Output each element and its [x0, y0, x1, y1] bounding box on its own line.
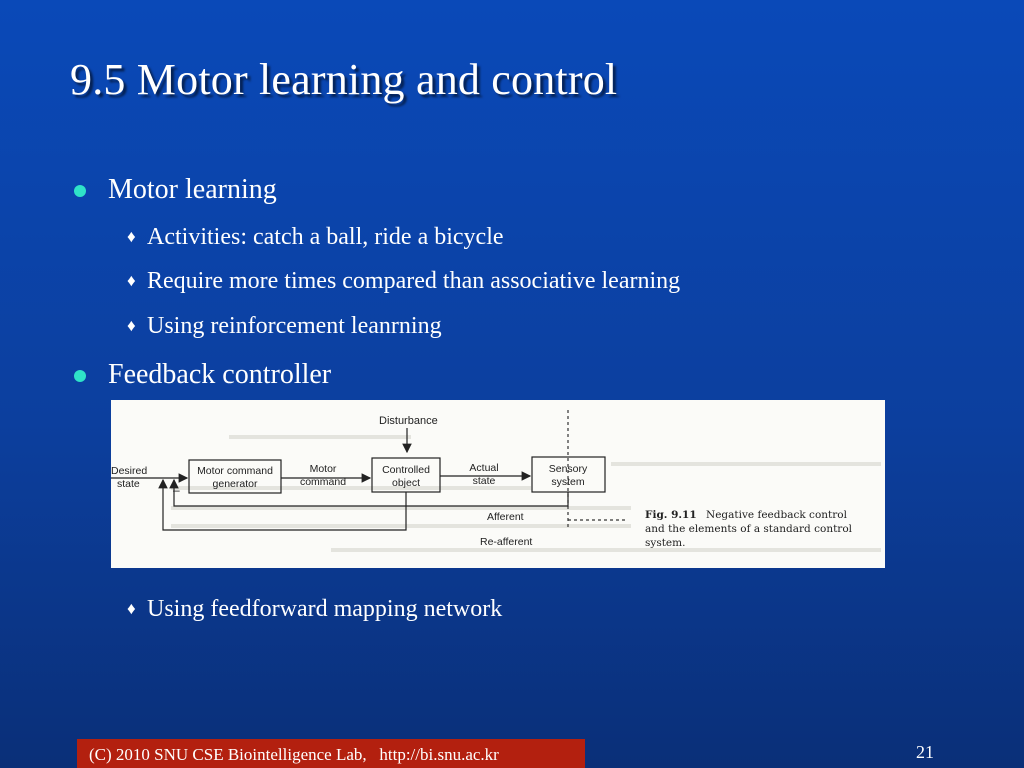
bullet-dot-icon: [74, 185, 86, 197]
footer-text: (C) 2010 SNU CSE Biointelligence Lab, ht…: [89, 745, 499, 764]
sub-bullet-require-more-times: ♦ Require more times compared than associ…: [127, 269, 680, 293]
figure-caption-line-3: system.: [645, 537, 685, 549]
sub-bullet-label: Using reinforcement leanrning: [147, 313, 442, 339]
motor-label: Motor: [310, 463, 337, 475]
sub-bullet-feedforward: ♦ Using feedforward mapping network: [127, 597, 502, 621]
figure-caption-line-1: Fig. 9.11 Negative feedback control: [645, 509, 848, 521]
diamond-bullet-icon: ♦: [127, 227, 136, 246]
sub-bullet-label: Using feedforward mapping network: [147, 596, 503, 622]
figure-caption-fig: Fig. 9.11: [645, 509, 697, 521]
diamond-bullet-icon: ♦: [127, 599, 136, 618]
afferent-label: Afferent: [487, 511, 524, 523]
minus-sign: –: [173, 483, 180, 497]
desired-state-label: state: [117, 478, 140, 490]
generator-label-1: Motor command: [197, 465, 273, 477]
actual-state-label: state: [473, 475, 496, 487]
sub-bullet-label: Activities: catch a ball, ride a bicycle: [147, 224, 504, 250]
generator-label-2: generator: [213, 478, 258, 490]
scan-bleed-lines: [171, 435, 881, 552]
command-label: command: [300, 476, 346, 488]
figure-caption-text-1: Negative feedback control: [706, 509, 848, 521]
diamond-bullet-icon: ♦: [127, 316, 136, 335]
object-label: object: [392, 477, 420, 489]
feedback-diagram: Disturbance Desired state – Motor comman…: [111, 410, 881, 552]
controlled-label: Controlled: [382, 464, 430, 476]
figure-caption-line-2: and the elements of a standard control: [645, 523, 853, 535]
slide-title: 9.5 Motor learning and control: [70, 55, 618, 104]
sensory-label: Sensory: [549, 463, 588, 475]
page-number: 21: [916, 742, 934, 762]
bullet-dot-icon: [74, 370, 86, 382]
sub-bullet-activities: ♦ Activities: catch a ball, ride a bicycl…: [127, 225, 504, 249]
motor-command-generator-box: [188, 459, 282, 494]
feedback-control-figure: Disturbance Desired state – Motor comman…: [111, 400, 885, 568]
actual-label: Actual: [469, 462, 498, 474]
reafferent-loop: [163, 480, 407, 531]
reafferent-label: Re-afferent: [480, 536, 532, 548]
bullet-label: Motor learning: [108, 174, 277, 205]
sub-bullet-label: Require more times compared than associa…: [147, 268, 681, 294]
afferent-loop: [169, 478, 569, 507]
disturbance-label: Disturbance: [379, 415, 438, 427]
bullet-label: Feedback controller: [108, 359, 332, 390]
footer-box: (C) 2010 SNU CSE Biointelligence Lab, ht…: [77, 739, 585, 768]
diamond-bullet-icon: ♦: [127, 271, 136, 290]
desired-label: Desired: [111, 465, 147, 477]
sub-bullet-reinforcement: ♦ Using reinforcement leanrning: [127, 314, 442, 338]
